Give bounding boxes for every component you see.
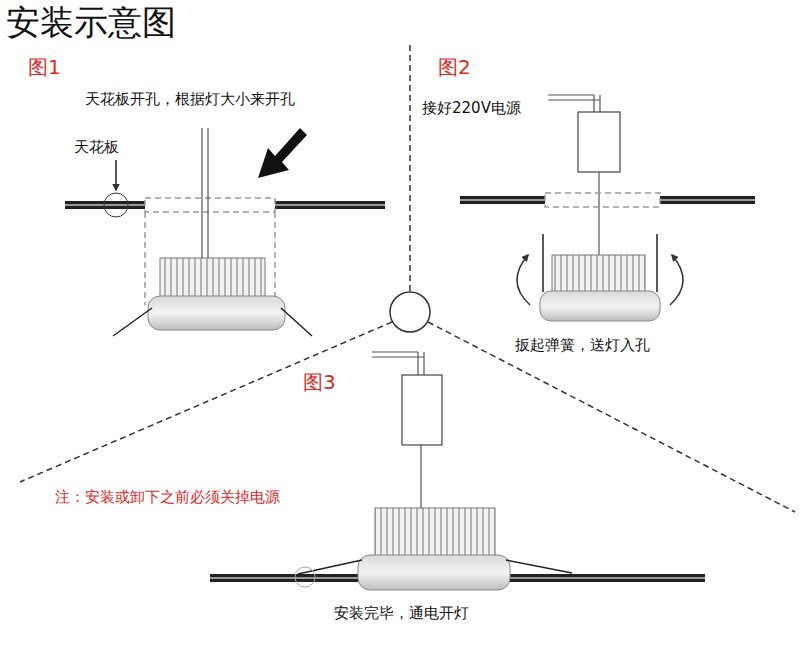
instruction-text: 安装完毕，通电开灯 [334, 604, 469, 622]
instruction-text: 扳起弹簧，送灯入孔 [515, 336, 650, 354]
instruction-text: 天花板开孔，根据灯大小来开孔 [85, 90, 295, 108]
figure-number: 图1 [28, 55, 61, 79]
part-label: 天花板 [74, 138, 119, 156]
figure-number: 图3 [303, 370, 336, 394]
panel-1 [65, 128, 385, 336]
panel-3 [210, 352, 705, 590]
panel-divider [20, 45, 795, 512]
divider-hub [390, 292, 430, 332]
warning-note: 注：安装或卸下之前必须关掉电源 [55, 488, 280, 506]
figure-number: 图2 [438, 55, 471, 79]
panel-2 [460, 95, 755, 321]
page-title: 安装示意图 [6, 2, 176, 43]
instruction-text: 接好220V电源 [422, 99, 521, 117]
